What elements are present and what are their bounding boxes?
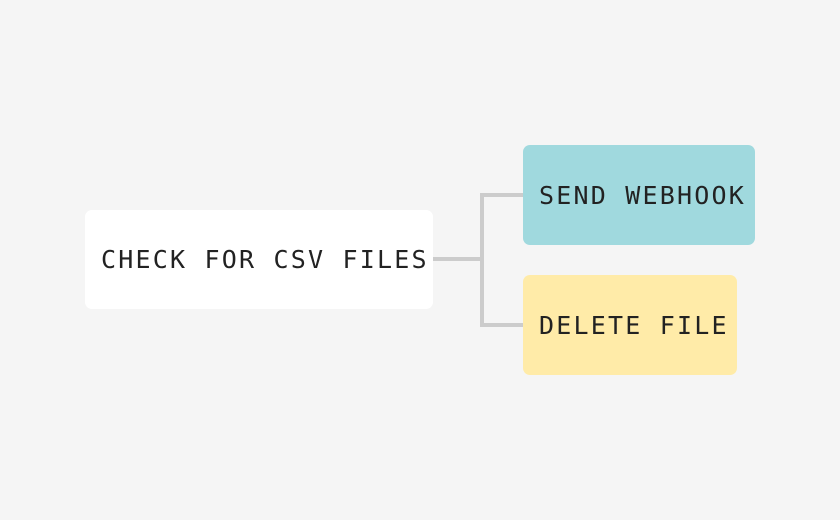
connector-branch-delete (480, 323, 523, 327)
connector-branch-webhook (480, 193, 523, 197)
node-check-for-csv-files[interactable]: CHECK FOR CSV FILES (85, 210, 433, 309)
node-label: SEND WEBHOOK (539, 180, 747, 210)
node-send-webhook[interactable]: SEND WEBHOOK (523, 145, 755, 245)
node-delete-file[interactable]: DELETE FILE (523, 275, 737, 375)
node-label: CHECK FOR CSV FILES (101, 245, 429, 274)
connector-vertical (480, 193, 484, 327)
connector-trunk (433, 257, 483, 261)
node-label: DELETE FILE (539, 310, 729, 340)
